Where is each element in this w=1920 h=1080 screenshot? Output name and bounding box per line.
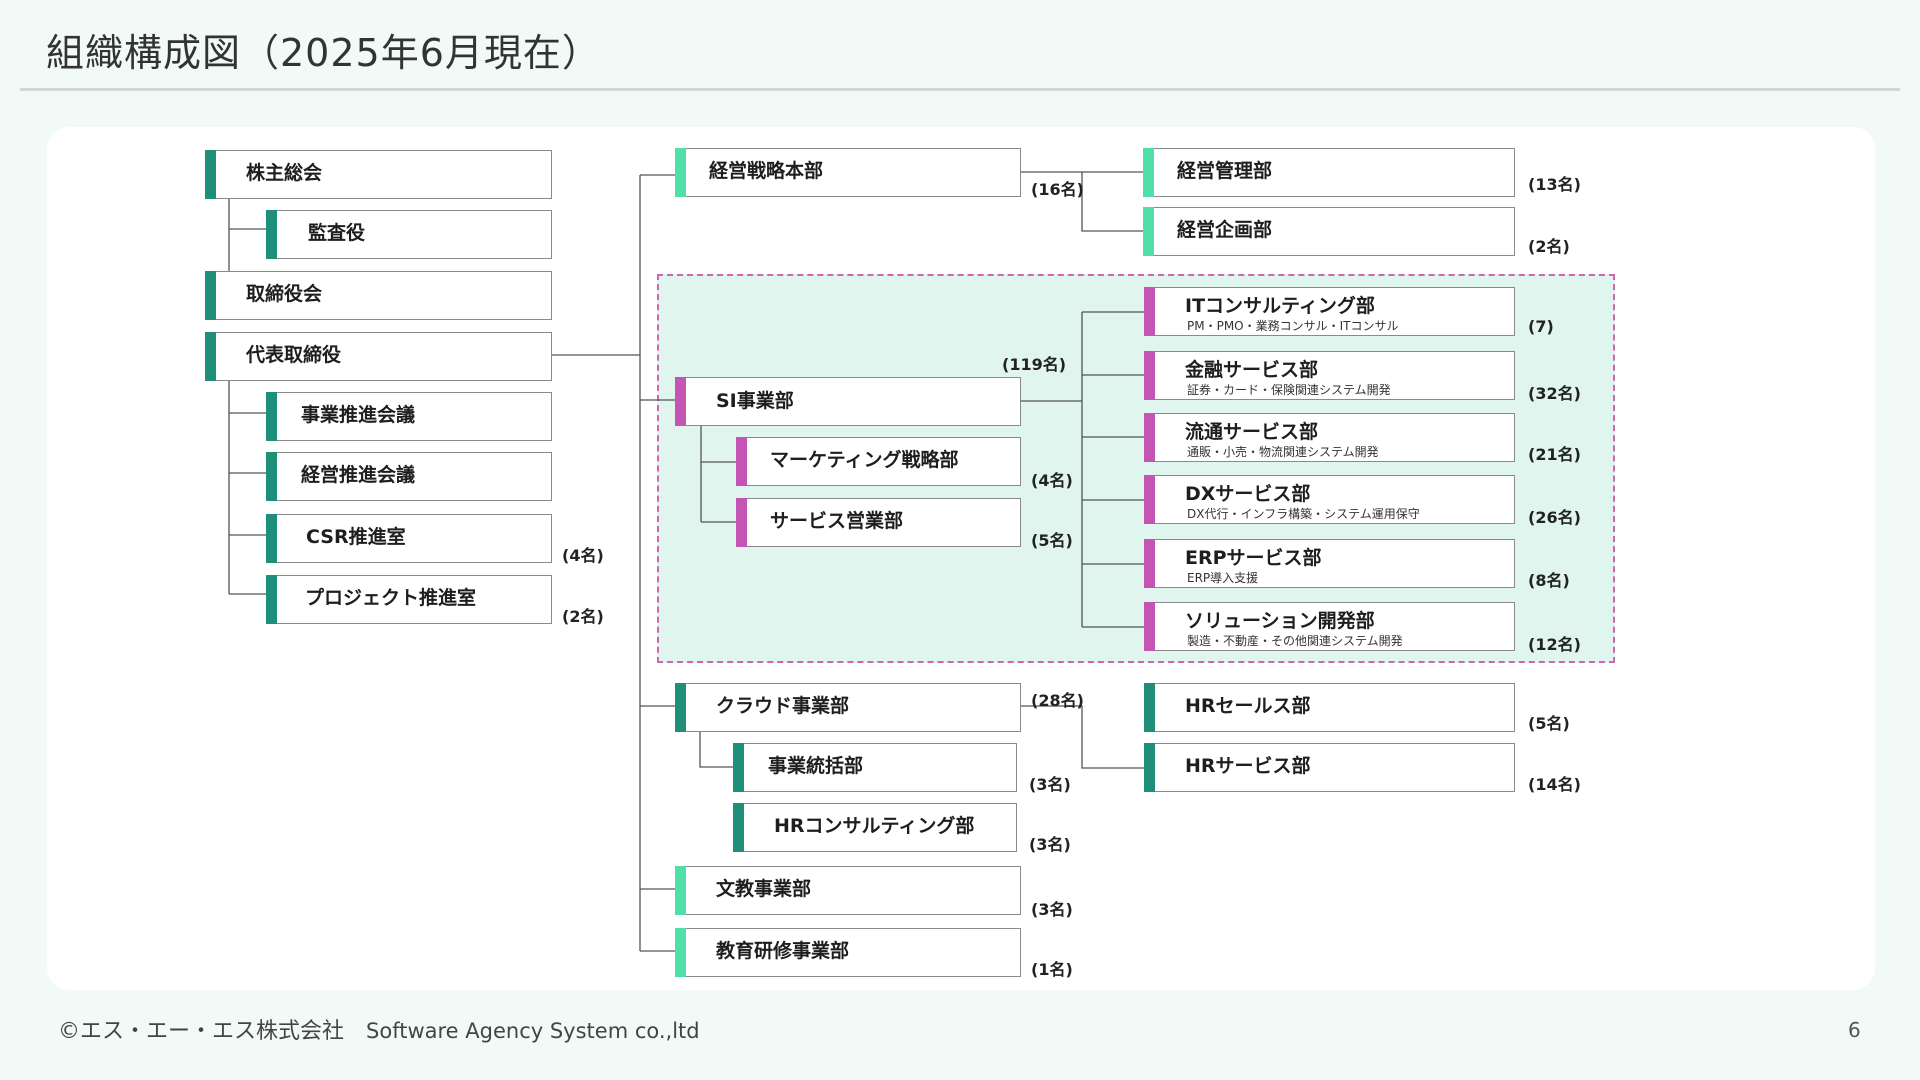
headcount-csr: (4名) <box>562 546 604 565</box>
org-box-ceo: 代表取締役 <box>205 332 552 381</box>
org-sublabel: ERP導入支援 <box>1187 571 1259 585</box>
headcount-si-division: (119名) <box>1002 355 1067 374</box>
org-box-finance: 金融サービス部 証券・カード・保険関連システム開発 <box>1144 351 1515 400</box>
headcount-service-sales: (5名) <box>1031 531 1073 550</box>
footer-copyright: ©エス・エー・エス株式会社 Software Agency System co.,… <box>58 1013 700 1045</box>
org-box-service-sales: サービス営業部 <box>736 498 1021 547</box>
org-label: 株主総会 <box>246 162 323 184</box>
org-label: HRセールス部 <box>1185 695 1311 717</box>
org-label: 金融サービス部 <box>1185 359 1319 381</box>
org-label: 事業推進会議 <box>301 404 416 426</box>
org-label: ITコンサルティング部 <box>1185 295 1375 317</box>
org-label: ソリューション開発部 <box>1185 610 1375 632</box>
org-box-education-division: 文教事業部 <box>675 866 1021 915</box>
org-label: 経営企画部 <box>1177 219 1273 241</box>
org-box-shareholders: 株主総会 <box>205 150 552 199</box>
headcount-project: (2名) <box>562 607 604 626</box>
org-box-management-promotion-meeting: 経営推進会議 <box>266 452 552 501</box>
org-sublabel: 通販・小売・物流関連システム開発 <box>1187 445 1379 459</box>
headcount-training-division: (1名) <box>1031 960 1073 979</box>
org-box-strategy-hq: 経営戦略本部 <box>675 148 1021 197</box>
page-title: 組織構成図（2025年6月現在） <box>46 31 601 75</box>
headcount-cloud-division: (28名) <box>1031 691 1084 710</box>
headcount-management-planning: (2名) <box>1528 237 1570 256</box>
org-label: 文教事業部 <box>716 878 812 900</box>
org-label: 代表取締役 <box>246 344 342 366</box>
org-label: ERPサービス部 <box>1185 547 1322 569</box>
org-box-si-division: SI事業部 <box>675 377 1021 426</box>
org-box-cloud-division: クラウド事業部 <box>675 683 1021 732</box>
org-label: マーケティング戦略部 <box>770 449 959 471</box>
org-box-hr-consulting: HRコンサルティング部 <box>733 803 1017 852</box>
org-box-business-control: 事業統括部 <box>733 743 1017 792</box>
org-sublabel: DX代行・インフラ構築・システム運用保守 <box>1187 507 1420 521</box>
org-label: 教育研修事業部 <box>716 940 850 962</box>
org-label: プロジェクト推進室 <box>305 587 477 609</box>
headcount-hr-sales: (5名) <box>1528 714 1570 733</box>
org-box-erp: ERPサービス部 ERP導入支援 <box>1144 539 1515 588</box>
footer-company-jp: ©エス・エー・エス株式会社 <box>58 1019 345 1044</box>
headcount-solution: (12名) <box>1528 635 1581 654</box>
org-box-auditor: 監査役 <box>266 210 552 259</box>
org-sublabel: PM・PMO・業務コンサル・ITコンサル <box>1187 319 1399 333</box>
org-label: HRサービス部 <box>1185 755 1311 777</box>
org-label: 経営戦略本部 <box>709 160 824 182</box>
headcount-business-control: (3名) <box>1029 775 1071 794</box>
headcount-hr-service: (14名) <box>1528 775 1581 794</box>
org-box-csr: CSR推進室 <box>266 514 552 563</box>
org-sublabel: 製造・不動産・その他関連システム開発 <box>1187 634 1403 648</box>
org-box-hr-service: HRサービス部 <box>1144 743 1515 792</box>
org-label: 経営推進会議 <box>301 464 416 486</box>
org-box-training-division: 教育研修事業部 <box>675 928 1021 977</box>
headcount-erp: (8名) <box>1528 571 1570 590</box>
org-label: HRコンサルティング部 <box>774 815 975 837</box>
page-number: 6 <box>1848 1018 1861 1042</box>
org-box-business-promotion-meeting: 事業推進会議 <box>266 392 552 441</box>
org-box-board: 取締役会 <box>205 271 552 320</box>
org-label: 取締役会 <box>246 283 323 305</box>
org-sublabel: 証券・カード・保険関連システム開発 <box>1187 383 1391 397</box>
org-label: SI事業部 <box>716 390 794 412</box>
org-label: 事業統括部 <box>768 755 864 777</box>
headcount-marketing: (4名) <box>1031 471 1073 490</box>
org-label: クラウド事業部 <box>716 695 850 717</box>
headcount-distribution: (21名) <box>1528 445 1581 464</box>
headcount-hr-consulting: (3名) <box>1029 835 1071 854</box>
org-box-solution: ソリューション開発部 製造・不動産・その他関連システム開発 <box>1144 602 1515 651</box>
org-box-management-planning: 経営企画部 <box>1143 207 1515 256</box>
headcount-it-consulting: (7) <box>1528 317 1554 336</box>
headcount-management-admin: (13名) <box>1528 175 1581 194</box>
org-box-project-promotion: プロジェクト推進室 <box>266 575 552 624</box>
org-label: CSR推進室 <box>306 526 406 548</box>
org-box-distribution: 流通サービス部 通販・小売・物流関連システム開発 <box>1144 413 1515 462</box>
org-label: サービス営業部 <box>770 510 904 532</box>
headcount-dx: (26名) <box>1528 508 1581 527</box>
org-box-hr-sales: HRセールス部 <box>1144 683 1515 732</box>
title-divider <box>20 88 1900 91</box>
org-label: 流通サービス部 <box>1185 421 1319 443</box>
org-box-management-admin: 経営管理部 <box>1143 148 1515 197</box>
org-box-dx: DXサービス部 DX代行・インフラ構築・システム運用保守 <box>1144 475 1515 524</box>
headcount-education-division: (3名) <box>1031 900 1073 919</box>
org-label: DXサービス部 <box>1185 483 1311 505</box>
headcount-strategy-hq: (16名) <box>1031 180 1084 199</box>
org-box-it-consulting: ITコンサルティング部 PM・PMO・業務コンサル・ITコンサル <box>1144 287 1515 336</box>
org-label: 経営管理部 <box>1177 160 1273 182</box>
headcount-finance: (32名) <box>1528 384 1581 403</box>
org-label: 監査役 <box>308 222 366 244</box>
footer-company-en: Software Agency System co.,ltd <box>366 1019 700 1043</box>
org-box-marketing: マーケティング戦略部 <box>736 437 1021 486</box>
